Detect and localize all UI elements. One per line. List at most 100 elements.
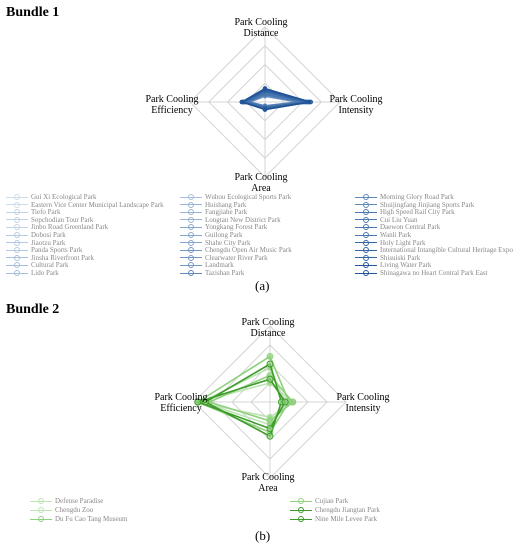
legend-swatch-marker — [14, 201, 20, 208]
legend-label: High Speed Rail City Park — [380, 208, 455, 217]
legend-swatch-marker — [363, 270, 369, 276]
radar-chart-bundle-2 — [193, 325, 347, 479]
legend-swatch-16 — [180, 223, 202, 231]
legend-swatch-3 — [6, 208, 28, 216]
legend-swatch-marker — [38, 507, 44, 513]
legend-swatch-marker — [188, 224, 194, 231]
legend-swatch-marker — [363, 224, 369, 231]
legend-item-17: Guilong Park — [180, 231, 243, 239]
axis-label-distance-b-line-1: Park Cooling — [241, 317, 295, 328]
legend-item-3: Du Fu Cao Tang Museum — [30, 515, 128, 523]
axis-label-efficiency-a-line-1: Park Cooling — [145, 94, 199, 105]
legend-item-11: Lido Park — [6, 269, 59, 277]
legend-swatch-marker — [14, 254, 20, 261]
legend-swatch-6 — [6, 231, 28, 239]
legend-item-23: Morning Glory Road Park — [355, 193, 454, 201]
axis-label-efficiency-b-line-2: Efficiency — [160, 403, 202, 414]
legend-item-1: Defense Paradise — [30, 497, 103, 505]
legend-swatch-14 — [180, 208, 202, 216]
legend-item-16: Yongkang Forest Park — [180, 223, 267, 231]
legend-swatch-marker — [14, 247, 20, 254]
legend-item-22: Tazishan Park — [180, 269, 244, 277]
legend-label: Cultural Park — [31, 261, 69, 270]
legend-item-21: Landmark — [180, 261, 234, 269]
data-point-6-3 — [266, 425, 274, 433]
legend-swatch-25 — [355, 208, 377, 216]
axis-label-intensity-b: Park Cooling Intensity — [330, 392, 396, 414]
radar-chart-bundle-1 — [189, 26, 341, 178]
data-point-6-2 — [281, 398, 289, 406]
caption-a: (a) — [255, 278, 270, 293]
legend-swatch-30 — [355, 246, 377, 254]
legend-label: Yongkang Forest Park — [205, 223, 268, 232]
legend-item-4: Cujian Park — [290, 497, 348, 505]
data-point-6-1 — [266, 375, 274, 383]
axis-label-intensity-a-line-1: Park Cooling — [329, 94, 383, 105]
axis-label-efficiency-b: Park Cooling Efficiency — [146, 392, 216, 414]
legend-swatch-21 — [180, 261, 202, 269]
legend-label: Shuijingfang Jinjiang Sports Park — [380, 200, 475, 209]
legend-swatch-32 — [355, 261, 377, 269]
series-6 — [194, 375, 289, 433]
legend-swatch-marker — [188, 194, 194, 200]
legend-swatch-marker — [363, 216, 369, 223]
legend-swatch-marker — [363, 254, 369, 261]
legend-swatch-10 — [6, 261, 28, 269]
legend-label: Daewon Central Park — [380, 223, 441, 232]
legend-swatch-5 — [6, 223, 28, 231]
legend-label: Holy Light Park — [380, 238, 426, 247]
legend-label: Morning Glory Road Park — [380, 193, 454, 201]
legend-swatch-12 — [180, 193, 202, 201]
legend-item-33: Shinagawa no Heart Central Park East — [355, 269, 488, 277]
legend-item-12: Wuhou Ecological Sports Park — [180, 193, 291, 201]
legend-item-29: Holy Light Park — [355, 239, 426, 247]
legend-label: Shahe City Park — [205, 238, 251, 247]
axis-label-intensity-b-line-1: Park Cooling — [336, 392, 390, 403]
legend-swatch-4 — [290, 497, 312, 505]
legend-label: Clearwater River Park — [205, 253, 268, 262]
legend-label: Living Water Park — [380, 261, 432, 270]
legend-swatch-20 — [180, 254, 202, 262]
legend-swatch-33 — [355, 269, 377, 277]
legend-label: Tiefo Park — [31, 208, 61, 217]
legend-label: Chengdu Open Air Music Park — [205, 246, 292, 255]
legend-swatch-marker — [188, 262, 194, 269]
legend-swatch-29 — [355, 239, 377, 247]
legend-swatch-marker — [14, 270, 20, 276]
legend-swatch-26 — [355, 216, 377, 224]
legend-item-9: Jinsha Riverfront Park — [6, 254, 94, 262]
legend-swatch-marker — [363, 201, 369, 208]
data-point-33-3 — [262, 107, 268, 112]
data-point-5-1 — [266, 360, 274, 368]
legend-swatch-1 — [6, 193, 28, 201]
legend-swatch-27 — [355, 223, 377, 231]
legend-item-30: International Intangible Cultural Herita… — [355, 246, 513, 254]
data-point-33-2 — [308, 99, 314, 105]
legend-swatch-6 — [290, 515, 312, 523]
legend-item-19: Chengdu Open Air Music Park — [180, 246, 292, 254]
legend-item-31: Shisuiski Park — [355, 254, 420, 262]
legend-label: Lido Park — [31, 269, 59, 277]
axis-label-area-a-line-2: Area — [251, 183, 271, 194]
legend-item-24: Shuijingfang Jinjiang Sports Park — [355, 201, 474, 209]
legend-swatch-23 — [355, 193, 377, 201]
legend-item-8: Panda Sports Park — [6, 246, 82, 254]
legend-swatch-marker — [363, 209, 369, 216]
legend-label: Panda Sports Park — [31, 246, 83, 255]
axis-label-distance-b: Park Cooling Distance — [235, 317, 301, 339]
legend-swatch-marker — [298, 498, 304, 504]
legend-item-1: Gui Xi Ecological Park — [6, 193, 97, 201]
legend-swatch-13 — [180, 201, 202, 209]
legend-swatch-24 — [355, 201, 377, 209]
legend-label: Huishang Park — [205, 200, 247, 209]
axis-label-area-b: Park Cooling Area — [235, 472, 301, 494]
legend-label: Wuhou Ecological Sports Park — [205, 193, 292, 201]
legend-label: Jinsha Riverfront Park — [31, 253, 94, 262]
legend-swatch-marker — [298, 507, 304, 513]
axis-label-efficiency-a: Park Cooling Efficiency — [137, 94, 207, 116]
legend-swatch-marker — [38, 498, 44, 504]
axis-label-intensity-b-line-2: Intensity — [345, 403, 381, 414]
legend-label: Jiaotzu Park — [31, 238, 66, 247]
legend-swatch-4 — [6, 216, 28, 224]
